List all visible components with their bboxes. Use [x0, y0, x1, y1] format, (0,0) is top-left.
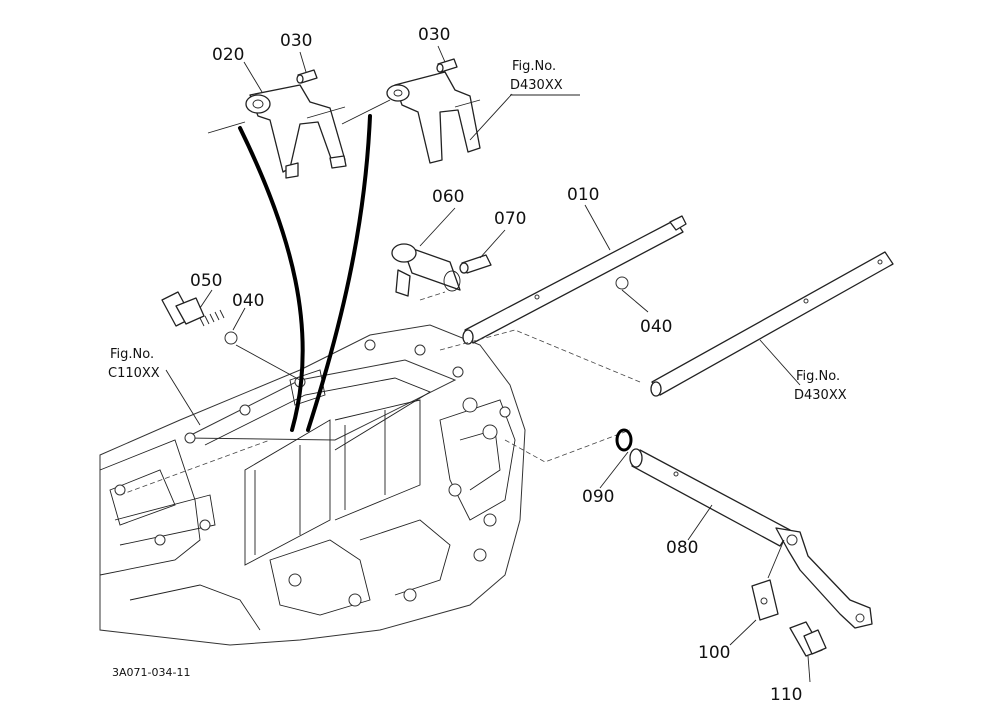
explosion-line-lever	[504, 429, 631, 463]
fig-ref-right-line2: D430XX	[794, 388, 847, 403]
plug-050	[161, 291, 225, 327]
ball-040-right	[615, 276, 629, 290]
fig-ref-left-line1: Fig.No.	[110, 347, 154, 362]
o-ring-090	[615, 428, 633, 452]
label-090: 090	[582, 487, 614, 507]
label-060: 060	[432, 187, 464, 207]
label-030-left: 030	[280, 31, 312, 51]
document-code: 3A071-034-11	[112, 666, 190, 679]
label-040-right: 040	[640, 317, 672, 337]
pin-070	[459, 254, 492, 274]
explosion-line-case	[119, 439, 271, 496]
explosion-line-rod	[439, 329, 641, 383]
transmission-case	[99, 324, 526, 646]
plate-100	[751, 539, 785, 621]
label-020: 020	[212, 45, 244, 65]
pin-030-left	[296, 69, 318, 84]
cables	[238, 114, 372, 432]
label-100: 100	[698, 643, 730, 663]
shaft-080	[629, 448, 873, 629]
pin-030-right	[436, 58, 458, 73]
shift-rod-ghost	[650, 251, 894, 397]
fig-ref-top-line1: Fig.No.	[512, 59, 556, 74]
shift-fork-right	[341, 71, 481, 164]
label-110: 110	[770, 685, 802, 705]
ball-040-left	[224, 331, 238, 345]
leader-ghost-rod	[759, 339, 801, 386]
leader-lines	[165, 45, 811, 683]
label-030-right: 030	[418, 25, 450, 45]
leader-050	[235, 344, 301, 381]
label-080: 080	[666, 538, 698, 558]
fig-ref-left-line2: C110XX	[108, 366, 160, 381]
explosion-line-060	[419, 291, 446, 301]
shift-rod-010	[462, 215, 687, 345]
label-050: 050	[190, 271, 222, 291]
bolt-110	[789, 621, 827, 657]
fig-ref-right-line1: Fig.No.	[796, 369, 840, 384]
arm-060	[391, 243, 461, 297]
label-040-left: 040	[232, 291, 264, 311]
shift-fork-020	[207, 84, 347, 179]
label-010: 010	[567, 185, 599, 205]
label-070: 070	[494, 209, 526, 229]
fig-ref-top-line2: D430XX	[510, 78, 563, 93]
